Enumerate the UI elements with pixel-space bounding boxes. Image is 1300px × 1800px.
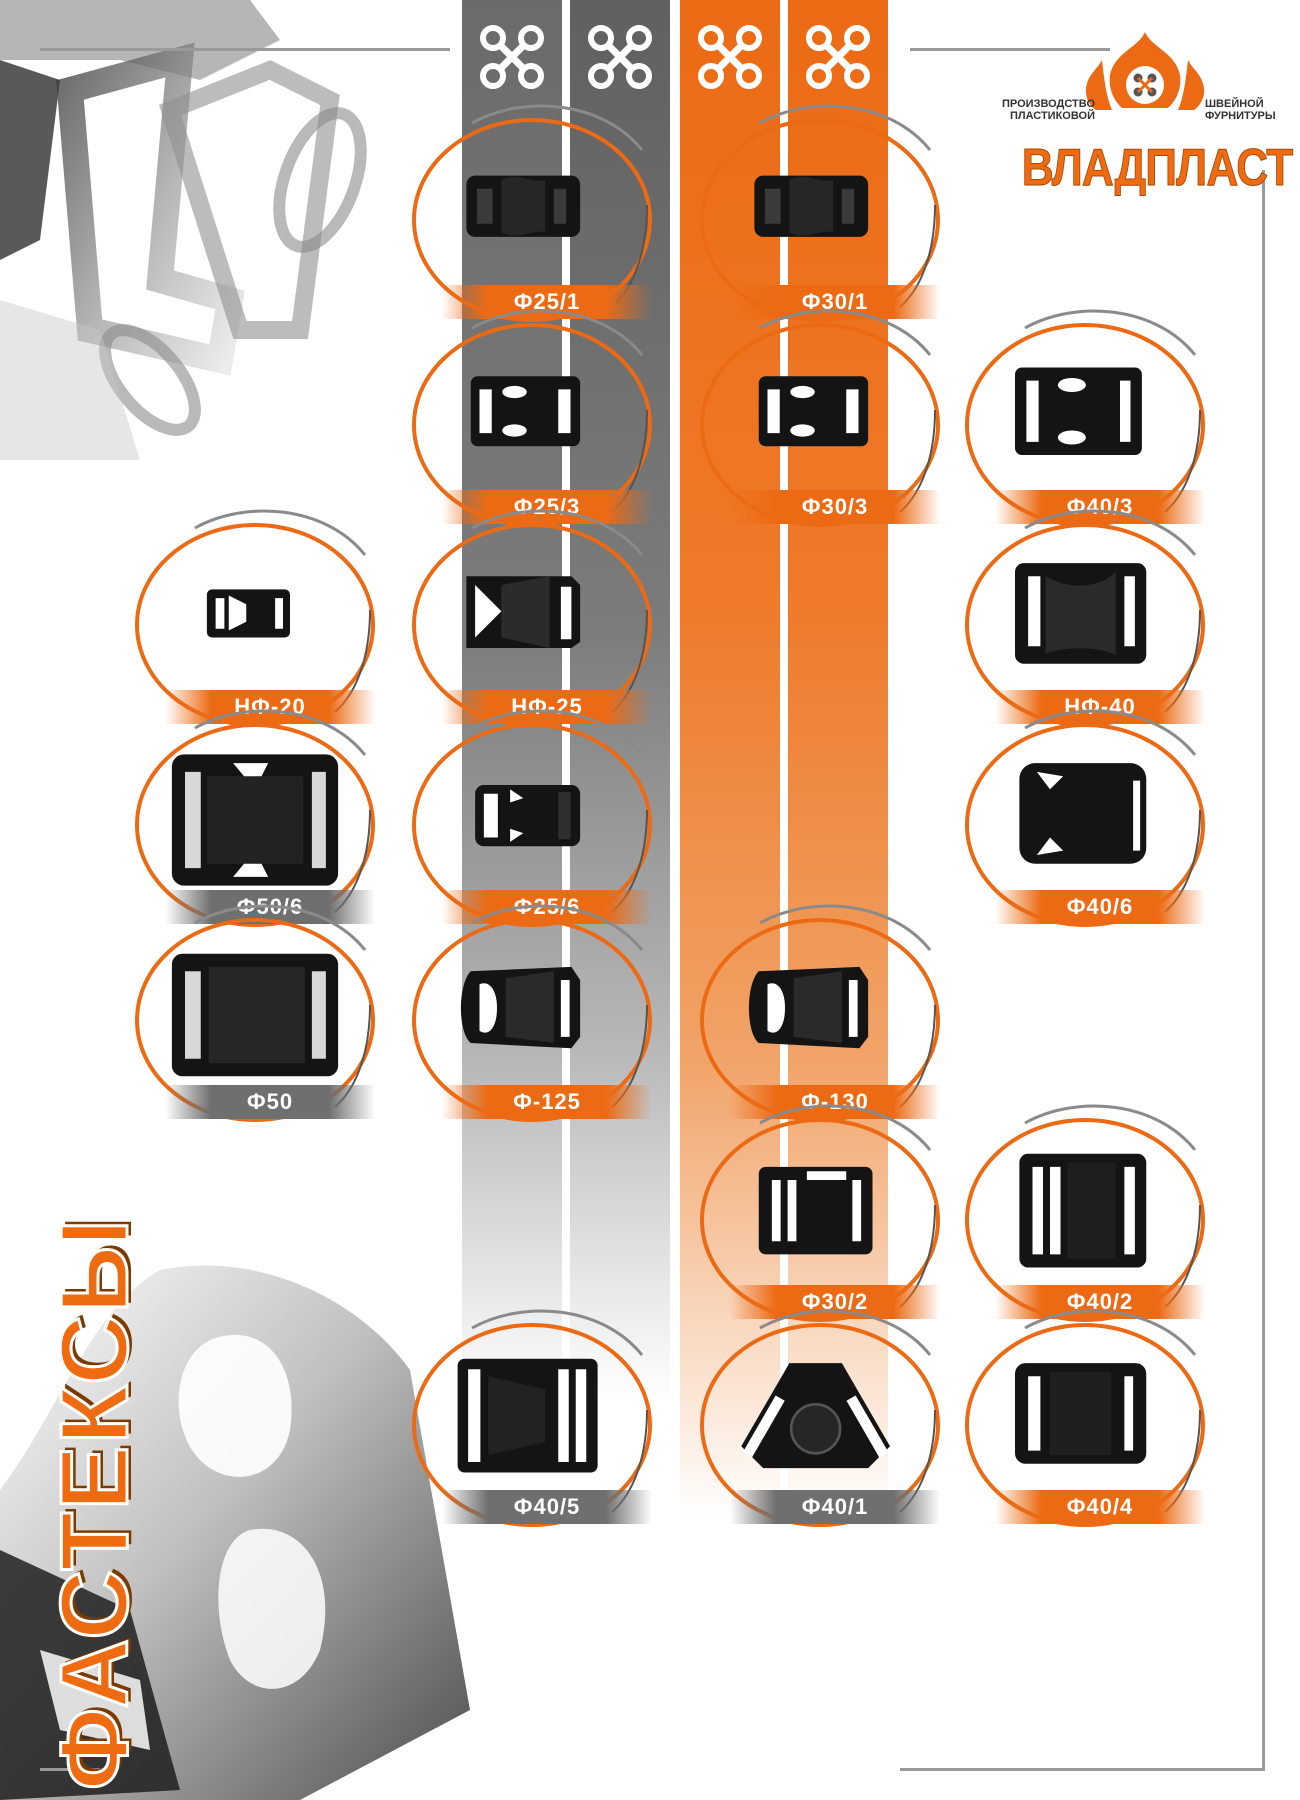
buckle-icon bbox=[1015, 1363, 1147, 1464]
product-label: Ф30/3 bbox=[730, 490, 940, 524]
product-label: Ф-130 bbox=[730, 1085, 940, 1119]
buckle-icon bbox=[748, 966, 869, 1049]
buckle-icon bbox=[1015, 367, 1142, 455]
buckle-icon bbox=[206, 589, 290, 638]
product-card-f30-1: Ф30/1 bbox=[690, 95, 950, 335]
catalog-title: ФАСТЕКСЫ bbox=[40, 1216, 150, 1792]
orange-stripe bbox=[680, 0, 780, 1520]
buckle-icon bbox=[758, 376, 869, 447]
button-icon bbox=[588, 25, 652, 89]
product-card-f25-1: Ф25/1 bbox=[402, 95, 662, 335]
buckle-icon bbox=[475, 785, 581, 847]
buckle-icon bbox=[1015, 563, 1147, 664]
buckle-icon bbox=[470, 376, 581, 447]
product-card-f50: Ф50 bbox=[125, 895, 385, 1135]
buckle-icon bbox=[171, 754, 339, 886]
buckle-icon bbox=[758, 1166, 873, 1255]
logo-emblem-icon bbox=[1085, 32, 1205, 110]
product-label: Ф40/6 bbox=[995, 890, 1205, 924]
product-card-nf-25: НФ-25 bbox=[402, 500, 662, 740]
product-card-f40-5: Ф40/5 bbox=[402, 1300, 662, 1540]
product-card-f40-1: Ф40/1 bbox=[690, 1300, 950, 1540]
product-card-f40-6: Ф40/6 bbox=[955, 700, 1215, 940]
product-card-f40-4: Ф40/4 bbox=[955, 1300, 1215, 1540]
product-card-nf-40: НФ-40 bbox=[955, 500, 1215, 740]
button-icon bbox=[806, 25, 870, 89]
product-card-f-125: Ф-125 bbox=[402, 895, 662, 1135]
product-label: НФ-40 bbox=[995, 690, 1205, 724]
brand-logo: ПРОИЗВОДСТВО ПЛАСТИКОВОЙ ШВЕЙНОЙ ФУРНИТУ… bbox=[1000, 30, 1294, 200]
product-card-nf-20: НФ-20 bbox=[125, 500, 385, 740]
product-label: Ф40/3 bbox=[995, 490, 1205, 524]
brand-tagline-left: ПРОИЗВОДСТВО ПЛАСТИКОВОЙ bbox=[1002, 98, 1095, 122]
product-ring bbox=[700, 1309, 940, 1527]
product-label: НФ-25 bbox=[442, 690, 652, 724]
product-label: Ф30/2 bbox=[730, 1285, 940, 1319]
product-ring bbox=[700, 1104, 940, 1322]
orange-stripe bbox=[788, 0, 888, 1520]
buckle-closeup-image bbox=[0, 1265, 470, 1800]
buckle-icon bbox=[466, 175, 581, 237]
product-label: Ф25/1 bbox=[442, 285, 652, 319]
frame-line bbox=[910, 48, 1110, 51]
product-label: НФ-20 bbox=[165, 690, 375, 724]
product-card-f40-2: Ф40/2 bbox=[955, 1095, 1215, 1335]
frame-line bbox=[1262, 170, 1265, 1770]
buckle-icon bbox=[741, 1363, 890, 1469]
buckle-icon bbox=[754, 175, 869, 237]
button-icon bbox=[480, 25, 544, 89]
product-label: Ф40/2 bbox=[995, 1285, 1205, 1319]
buckle-icon bbox=[457, 1358, 598, 1473]
product-card-f-130: Ф-130 bbox=[690, 895, 950, 1135]
brand-tagline-right: ШВЕЙНОЙ ФУРНИТУРЫ bbox=[1205, 98, 1276, 122]
buckle-icon bbox=[460, 966, 581, 1049]
buckle-icon bbox=[466, 576, 581, 648]
product-label: Ф40/1 bbox=[730, 1490, 940, 1524]
frame-line bbox=[900, 1768, 1265, 1771]
product-label: Ф40/5 bbox=[442, 1490, 652, 1524]
buckle-closeup-image bbox=[0, 0, 367, 460]
buckle-icon bbox=[1019, 1153, 1147, 1268]
buckle-icon bbox=[171, 953, 339, 1077]
frame-line bbox=[40, 1768, 100, 1771]
buckle-icon bbox=[1019, 763, 1147, 864]
product-card-f50-6: Ф50/6 bbox=[125, 700, 385, 940]
product-label: Ф50 bbox=[165, 1085, 375, 1119]
product-label: Ф-125 bbox=[442, 1085, 652, 1119]
product-label: Ф40/4 bbox=[995, 1490, 1205, 1524]
product-card-f25-3: Ф25/3 bbox=[402, 300, 662, 540]
button-icon bbox=[698, 25, 762, 89]
frame-line bbox=[40, 48, 450, 51]
product-card-f30-3: Ф30/3 bbox=[690, 300, 950, 540]
product-card-f30-2: Ф30/2 bbox=[690, 1095, 950, 1335]
brand-wordmark: ВЛАДПЛАСТ bbox=[1021, 139, 1293, 198]
product-label: Ф25/3 bbox=[442, 490, 652, 524]
